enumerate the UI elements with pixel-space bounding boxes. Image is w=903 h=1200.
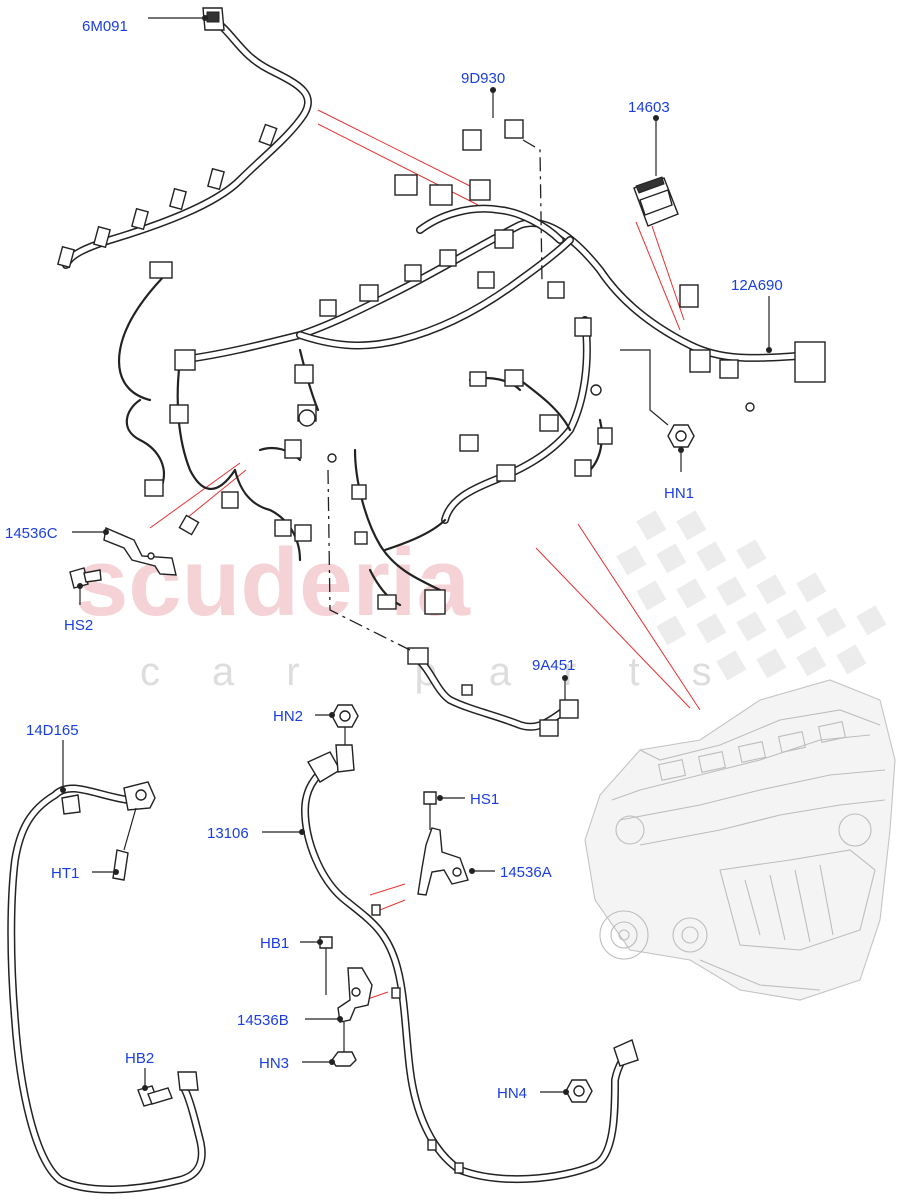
callout-14536A: 14536A <box>500 864 552 881</box>
callout-9A451: 9A451 <box>532 657 575 674</box>
callout-14536B: 14536B <box>237 1012 289 1029</box>
callout-HN4: HN4 <box>497 1085 527 1102</box>
part-14603 <box>633 176 679 227</box>
callout-9D930: 9D930 <box>461 70 505 87</box>
callout-HS1: HS1 <box>470 791 499 808</box>
part-14536C <box>103 527 177 576</box>
part-HB1 <box>319 936 333 995</box>
part-14536B <box>337 967 373 1023</box>
callout-14D165: 14D165 <box>26 722 79 739</box>
engine-illustration <box>584 679 896 1001</box>
part-13106 <box>301 744 639 1184</box>
leader-lines <box>60 15 772 1095</box>
part-14536A <box>417 827 469 896</box>
callout-12A690: 12A690 <box>731 277 783 294</box>
part-HS2 <box>69 567 102 589</box>
callout-6M091: 6M091 <box>82 18 128 35</box>
callout-labels: 6M091 9D930 14603 12A690 HN1 14536C HS2 … <box>5 18 783 1102</box>
callout-HN1: HN1 <box>664 485 694 502</box>
callout-HN3: HN3 <box>259 1055 289 1072</box>
callout-14536C: 14536C <box>5 525 58 542</box>
watermark-brand: scuderia <box>75 529 470 636</box>
callout-HN2: HN2 <box>273 708 303 725</box>
part-HS1 <box>423 791 437 830</box>
guide-lines <box>327 139 543 651</box>
part-HN2 <box>331 704 359 745</box>
watermark: scuderia car parts <box>75 510 887 694</box>
part-HB2 <box>137 1085 173 1107</box>
part-9A451 <box>407 647 579 737</box>
part-14D165 <box>7 781 206 1194</box>
callout-HT1: HT1 <box>51 865 79 882</box>
part-HN4 <box>565 1079 593 1103</box>
callout-13106: 13106 <box>207 825 249 842</box>
main-wiring-harness <box>57 7 826 615</box>
watermark-checker-flag <box>616 510 887 681</box>
callout-HB2: HB2 <box>125 1050 154 1067</box>
callout-HS2: HS2 <box>64 617 93 634</box>
callout-HB1: HB1 <box>260 935 289 952</box>
part-HN1 <box>667 424 695 448</box>
callout-14603: 14603 <box>628 99 670 116</box>
part-HN3 <box>331 1022 357 1067</box>
reference-lines <box>149 109 701 1001</box>
